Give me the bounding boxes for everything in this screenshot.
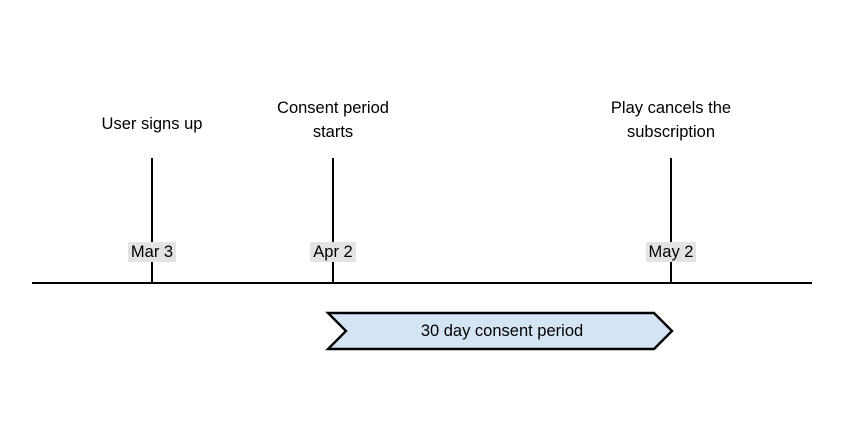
- event-date-text: Mar 3: [127, 242, 177, 262]
- event-label: Consent period starts: [277, 99, 389, 141]
- event-date-chip: Apr 2: [273, 241, 393, 264]
- event-label: User signs up: [101, 115, 203, 133]
- event-date-chip: Mar 3: [92, 241, 212, 264]
- event-label: Play cancels the subscription: [610, 99, 732, 141]
- event-date-text: Apr 2: [310, 242, 356, 262]
- consent-period-label: 30 day consent period: [420, 321, 584, 340]
- timeline-axis: [32, 282, 812, 284]
- event-date-chip: May 2: [611, 241, 731, 264]
- event-date-text: May 2: [645, 242, 697, 262]
- event-tick-line: [151, 158, 153, 284]
- ribbon-shape-icon: [325, 311, 674, 351]
- event-tick-line: [332, 158, 334, 284]
- event-tick-line: [669, 158, 672, 284]
- consent-period-banner: 30 day consent period: [325, 310, 674, 352]
